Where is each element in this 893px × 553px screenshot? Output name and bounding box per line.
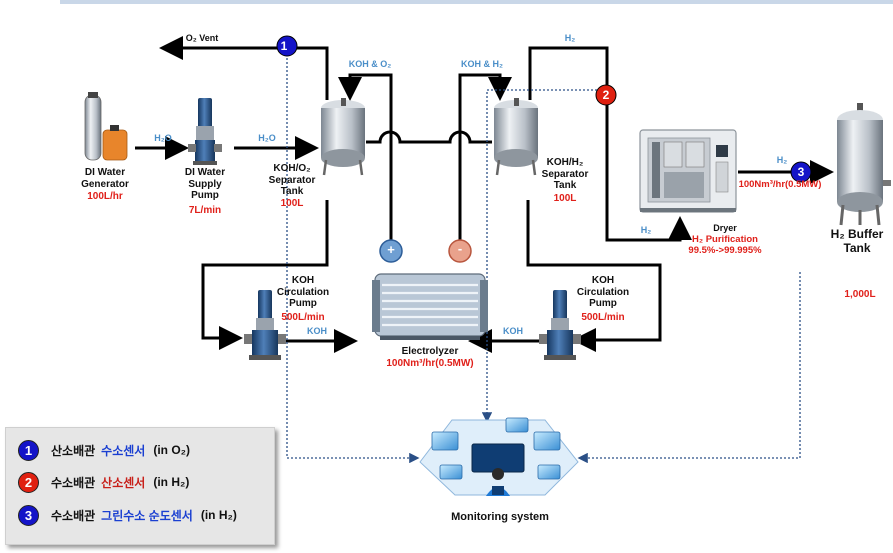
dryer-graphic <box>639 129 737 213</box>
process-pipes <box>135 36 834 353</box>
koh-h2-return <box>458 73 512 240</box>
h2o-label-2: H₂O <box>258 133 276 143</box>
header-rule <box>60 0 893 4</box>
koh-pump-left-spec: 500L/min <box>281 312 325 323</box>
legend-badge-2: 2 <box>18 471 39 493</box>
sensor-1-number: 1 <box>280 39 288 53</box>
di-pump-name: DI Water Supply Pump <box>184 167 226 201</box>
o2-vent-label: O₂ Vent <box>185 33 219 43</box>
plus-sign: + <box>387 242 395 257</box>
di-pump-spec: 7L/min <box>188 205 222 216</box>
sensor-badge-1 <box>276 35 298 57</box>
di-generator-name: DI Water Generator <box>81 167 129 190</box>
signal-sensor-3 <box>577 272 801 464</box>
o2-vent-line <box>159 36 329 100</box>
h2-top-line <box>528 46 692 242</box>
sensor-3-number: 3 <box>797 165 805 179</box>
h2-top-label: H₂ <box>564 33 576 43</box>
legend-sensor-1: 수소센서 <box>101 443 146 458</box>
h2-dryer-label: H₂ <box>640 225 652 235</box>
buffer-tank-graphic <box>837 103 891 226</box>
signal-lines <box>286 58 801 464</box>
signal-sensor-1 <box>286 58 420 464</box>
dryer-spec: H₂ Purification 99.5%->99.995% <box>688 234 762 256</box>
legend-row-1: 1 산소배관 수소센서 (in O₂) <box>18 438 190 462</box>
legend-row-2: 2 수소배관 산소센서 (in H₂) <box>18 470 189 494</box>
legend-row-3: 3 수소배관 그린수소 순도센서 (in H₂) <box>18 503 237 527</box>
legend-sensor-2: 산소센서 <box>101 475 146 490</box>
legend-unit-2: (in H₂) <box>153 475 190 489</box>
legend-sensor-3: 그린수소 순도센서 <box>101 508 193 523</box>
koh-pump-right-graphic <box>539 290 581 360</box>
legend-unit-1: (in O₂) <box>153 443 190 457</box>
koh-o2-label: KOH & O₂ <box>348 59 392 69</box>
electrolyzer-spec: 100Nm³/hr(0.5MW) <box>386 358 474 369</box>
legend-pipe-2: 수소배관 <box>51 475 96 490</box>
o2-separator-spec: 100L <box>280 198 304 209</box>
electrolyzer-graphic <box>372 273 488 340</box>
koh-pump-right-spec: 500L/min <box>581 312 625 323</box>
h2o-label-1: H₂O <box>154 133 172 143</box>
sensor-badge-2 <box>595 84 617 106</box>
koh-pump-left-graphic <box>244 290 286 360</box>
sensor-legend: 1 산소배관 수소센서 (in O₂) 2 수소배관 산소센서 (in H₂) … <box>5 427 275 545</box>
koh-h2-label: KOH & H₂ <box>461 59 503 69</box>
minus-terminal <box>448 239 472 263</box>
monitoring-graphic <box>419 417 579 496</box>
legend-pipe-1: 산소배관 <box>51 443 96 458</box>
legend-badge-3: 3 <box>18 504 39 526</box>
koh-pump-right-name: KOH Circulation Pump <box>576 275 630 309</box>
di-pump-graphic <box>188 98 222 165</box>
h2-separator-spec: 100L <box>553 193 577 204</box>
plus-terminal <box>379 239 403 263</box>
h2-buffer-in-label: H₂ <box>776 155 788 165</box>
separator-crosslink <box>366 130 492 144</box>
h2-separator-name: KOH/H₂ Separator Tank <box>541 157 589 191</box>
o2-separator-name: KOH/O₂ Separator Tank <box>268 163 316 197</box>
buffer-tank-spec: 1,000L <box>844 289 876 300</box>
minus-sign: - <box>457 241 463 256</box>
legend-pipe-3: 수소배관 <box>51 508 96 523</box>
monitoring-name: Monitoring system <box>451 511 549 523</box>
buffer-tank-name: H₂ Buffer Tank <box>830 227 884 255</box>
koh-left-label: KOH <box>307 326 327 336</box>
legend-badge-1: 1 <box>18 439 39 461</box>
di-generator-spec: 100L/hr <box>87 191 123 202</box>
h2-separator-graphic <box>494 98 538 176</box>
di-water-generator-graphic <box>84 92 128 161</box>
koh-left-loop <box>201 200 329 350</box>
koh-right-label: KOH <box>503 326 523 336</box>
electrolyzer-name: Electrolyzer <box>401 346 459 357</box>
dryer-name: Dryer <box>713 223 737 233</box>
o2-separator-graphic <box>321 98 365 176</box>
buffer-flow-spec: 100Nm³/hr(0.5MW) <box>738 179 822 190</box>
legend-unit-3: (in H₂) <box>200 508 237 522</box>
koh-right-loop <box>526 200 662 352</box>
sensor-badge-3 <box>790 161 812 183</box>
sensor-2-number: 2 <box>602 88 610 102</box>
koh-o2-return <box>338 73 393 240</box>
koh-pump-left-name: KOH Circulation Pump <box>276 275 330 309</box>
